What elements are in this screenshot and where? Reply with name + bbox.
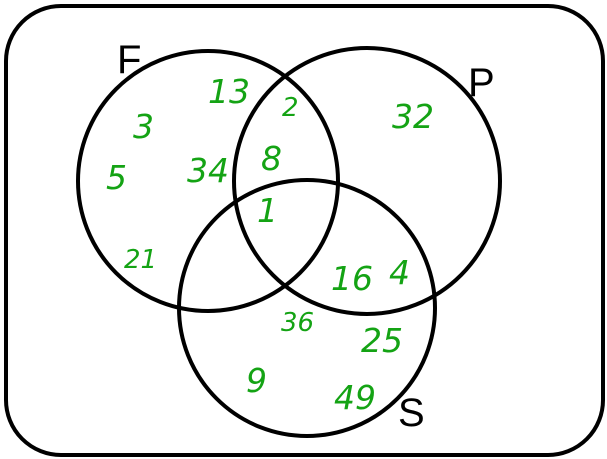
set-label-f: F (117, 38, 141, 82)
value-s-only-49: 49 (334, 378, 376, 417)
value-f-only-3: 3 (133, 107, 154, 146)
value-f-only-34: 34 (187, 151, 229, 190)
value-f-only-13: 13 (208, 72, 250, 111)
value-s-only-36: 36 (281, 308, 314, 338)
set-label-s: S (398, 391, 425, 435)
value-p-only-32: 32 (392, 97, 434, 136)
value-f-only-21: 21 (124, 245, 157, 275)
value-p-s-16: 16 (331, 259, 373, 298)
universal-set-frame (4, 4, 605, 457)
value-f-p-2: 2 (282, 93, 299, 123)
value-p-s-4: 4 (389, 253, 410, 292)
value-f-only-5: 5 (106, 158, 127, 197)
circle-p (232, 46, 502, 316)
circle-f (76, 49, 340, 313)
value-s-only-25: 25 (361, 321, 403, 360)
value-s-only-9: 9 (246, 361, 267, 400)
circle-s (177, 178, 437, 438)
value-f-p-s-1: 1 (257, 191, 278, 230)
set-label-p: P (468, 61, 495, 105)
value-f-p-8: 8 (261, 139, 282, 178)
